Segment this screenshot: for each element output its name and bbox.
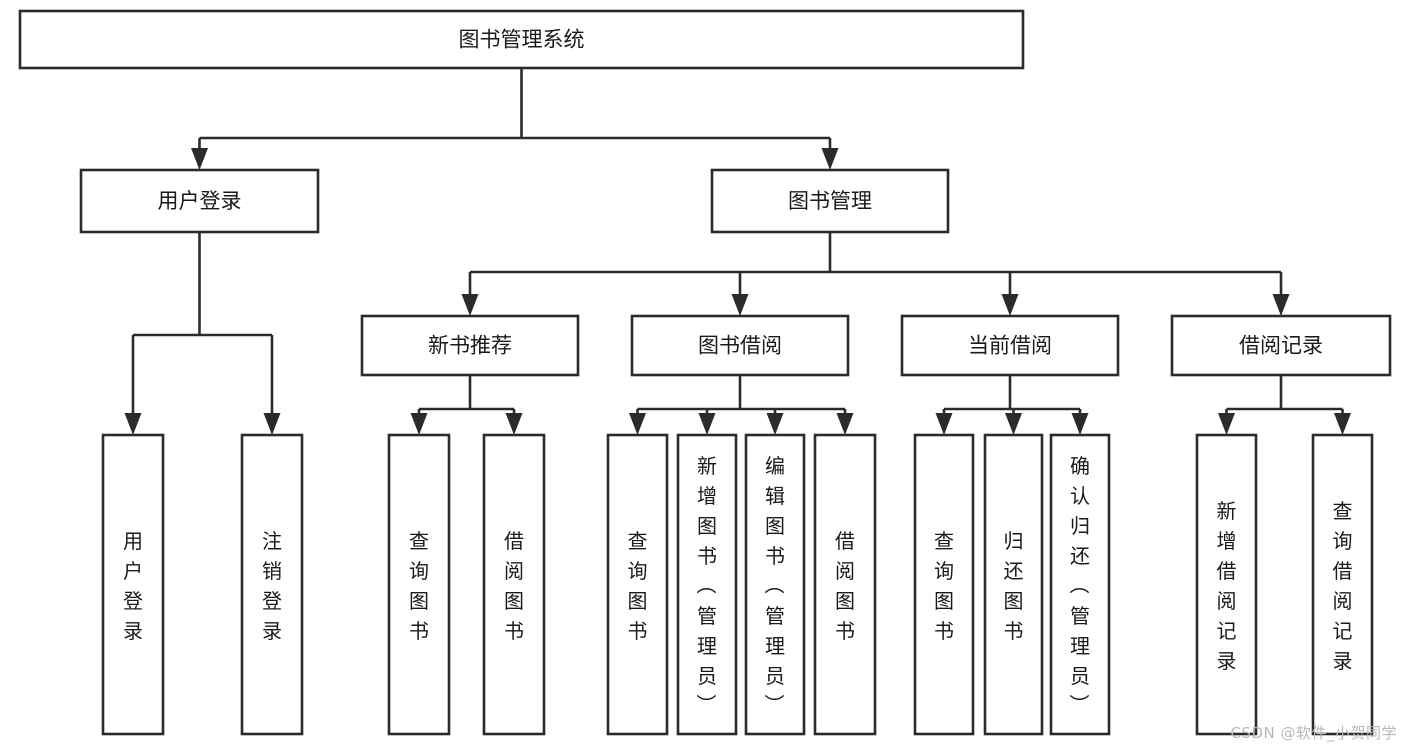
node-leaf-query-book-3[interactable]: 查询图书 — [913, 433, 975, 736]
node-box-leaf-borrow-book-1 — [482, 433, 546, 736]
arrow-head-icon — [1272, 294, 1290, 316]
arrow-head-icon — [766, 413, 784, 435]
node-label-leaf-query-borrow-record: 查询借阅记录 — [1333, 499, 1353, 673]
node-label-book-manage: 图书管理 — [788, 189, 872, 213]
arrow-head-icon — [191, 148, 208, 170]
arrow-head-icon — [1218, 413, 1235, 435]
arrow-head-icon — [1071, 413, 1089, 435]
node-leaf-confirm-return-admin[interactable]: 确认归还（管理员） — [1049, 433, 1111, 736]
node-box-leaf-query-book-3 — [913, 433, 975, 736]
node-label-leaf-return-book: 归还图书 — [1004, 529, 1024, 643]
node-leaf-user-logout[interactable]: 注销登录 — [240, 433, 304, 736]
node-label-leaf-add-borrow-record: 新增借阅记录 — [1217, 499, 1237, 673]
node-box-borrow-record — [1170, 314, 1392, 377]
node-label-leaf-confirm-return-admin: 确认归还（管理员） — [1069, 454, 1090, 718]
node-box-leaf-add-book-admin — [676, 433, 738, 736]
node-leaf-user-login[interactable]: 用户登录 — [101, 433, 165, 736]
node-label-user-login: 用户登录 — [158, 189, 242, 213]
node-label-book-borrow: 图书借阅 — [698, 334, 782, 358]
node-book-manage[interactable]: 图书管理 — [710, 168, 950, 234]
node-layer: 图书管理系统用户登录图书管理新书推荐图书借阅当前借阅借阅记录用户登录注销登录查询… — [18, 9, 1392, 736]
node-label-leaf-borrow-book-2: 借阅图书 — [835, 529, 855, 643]
watermark-text: CSDN @软件_小贺同学 — [1230, 724, 1397, 742]
arrow-head-icon — [1334, 413, 1351, 435]
node-label-leaf-edit-book-admin: 编辑图书（管理员） — [764, 454, 785, 718]
node-box-leaf-return-book — [983, 433, 1044, 736]
node-label-leaf-query-book-3: 查询图书 — [934, 529, 954, 643]
node-leaf-add-borrow-record[interactable]: 新增借阅记录 — [1195, 433, 1258, 736]
arrow-head-icon — [731, 294, 749, 316]
node-box-leaf-confirm-return-admin — [1049, 433, 1111, 736]
node-box-current-borrow — [900, 314, 1120, 377]
node-leaf-add-book-admin[interactable]: 新增图书（管理员） — [676, 433, 738, 736]
arrow-head-icon — [461, 294, 479, 316]
arrow-head-icon — [698, 413, 716, 435]
arrow-head-icon — [836, 413, 854, 435]
node-box-new-book-recommend — [360, 314, 580, 377]
node-box-leaf-user-login — [101, 433, 165, 736]
node-label-borrow-record: 借阅记录 — [1239, 334, 1323, 358]
node-label-leaf-borrow-book-1: 借阅图书 — [504, 529, 524, 643]
arrow-head-icon — [935, 413, 953, 435]
node-box-leaf-user-logout — [240, 433, 304, 736]
node-box-root — [18, 9, 1025, 70]
arrow-head-icon — [1001, 294, 1019, 316]
node-leaf-query-book-1[interactable]: 查询图书 — [387, 433, 451, 736]
node-box-leaf-edit-book-admin — [744, 433, 806, 736]
node-box-leaf-borrow-book-2 — [813, 433, 877, 736]
arrow-head-icon — [505, 413, 523, 435]
node-book-borrow[interactable]: 图书借阅 — [630, 314, 850, 377]
arrow-head-icon — [263, 413, 281, 435]
arrow-head-icon — [629, 413, 646, 435]
node-leaf-borrow-book-2[interactable]: 借阅图书 — [813, 433, 877, 736]
node-leaf-borrow-book-1[interactable]: 借阅图书 — [482, 433, 546, 736]
node-root[interactable]: 图书管理系统 — [18, 9, 1025, 70]
connector-layer — [124, 68, 1351, 435]
node-label-leaf-user-logout: 注销登录 — [262, 529, 282, 643]
arrow-head-icon — [410, 413, 428, 435]
node-label-current-borrow: 当前借阅 — [968, 334, 1052, 358]
node-leaf-query-book-2[interactable]: 查询图书 — [606, 433, 669, 736]
arrow-head-icon — [124, 413, 142, 435]
node-box-book-borrow — [630, 314, 850, 377]
node-label-leaf-user-login: 用户登录 — [123, 529, 143, 643]
node-box-user-login — [79, 168, 320, 234]
node-leaf-edit-book-admin[interactable]: 编辑图书（管理员） — [744, 433, 806, 736]
node-label-root: 图书管理系统 — [459, 28, 585, 52]
node-current-borrow[interactable]: 当前借阅 — [900, 314, 1120, 377]
node-box-leaf-add-borrow-record — [1195, 433, 1258, 736]
node-label-leaf-add-book-admin: 新增图书（管理员） — [696, 454, 717, 718]
node-box-leaf-query-borrow-record — [1311, 433, 1374, 736]
node-user-login[interactable]: 用户登录 — [79, 168, 320, 234]
node-box-leaf-query-book-2 — [606, 433, 669, 736]
node-label-leaf-query-book-2: 查询图书 — [628, 529, 648, 643]
node-box-leaf-query-book-1 — [387, 433, 451, 736]
node-new-book-recommend[interactable]: 新书推荐 — [360, 314, 580, 377]
node-borrow-record[interactable]: 借阅记录 — [1170, 314, 1392, 377]
arrow-head-icon — [1005, 413, 1022, 435]
node-leaf-return-book[interactable]: 归还图书 — [983, 433, 1044, 736]
node-label-new-book-recommend: 新书推荐 — [428, 334, 512, 358]
node-label-leaf-query-book-1: 查询图书 — [409, 529, 429, 643]
node-leaf-query-borrow-record[interactable]: 查询借阅记录 — [1311, 433, 1374, 736]
node-box-book-manage — [710, 168, 950, 234]
arrow-head-icon — [821, 148, 839, 170]
